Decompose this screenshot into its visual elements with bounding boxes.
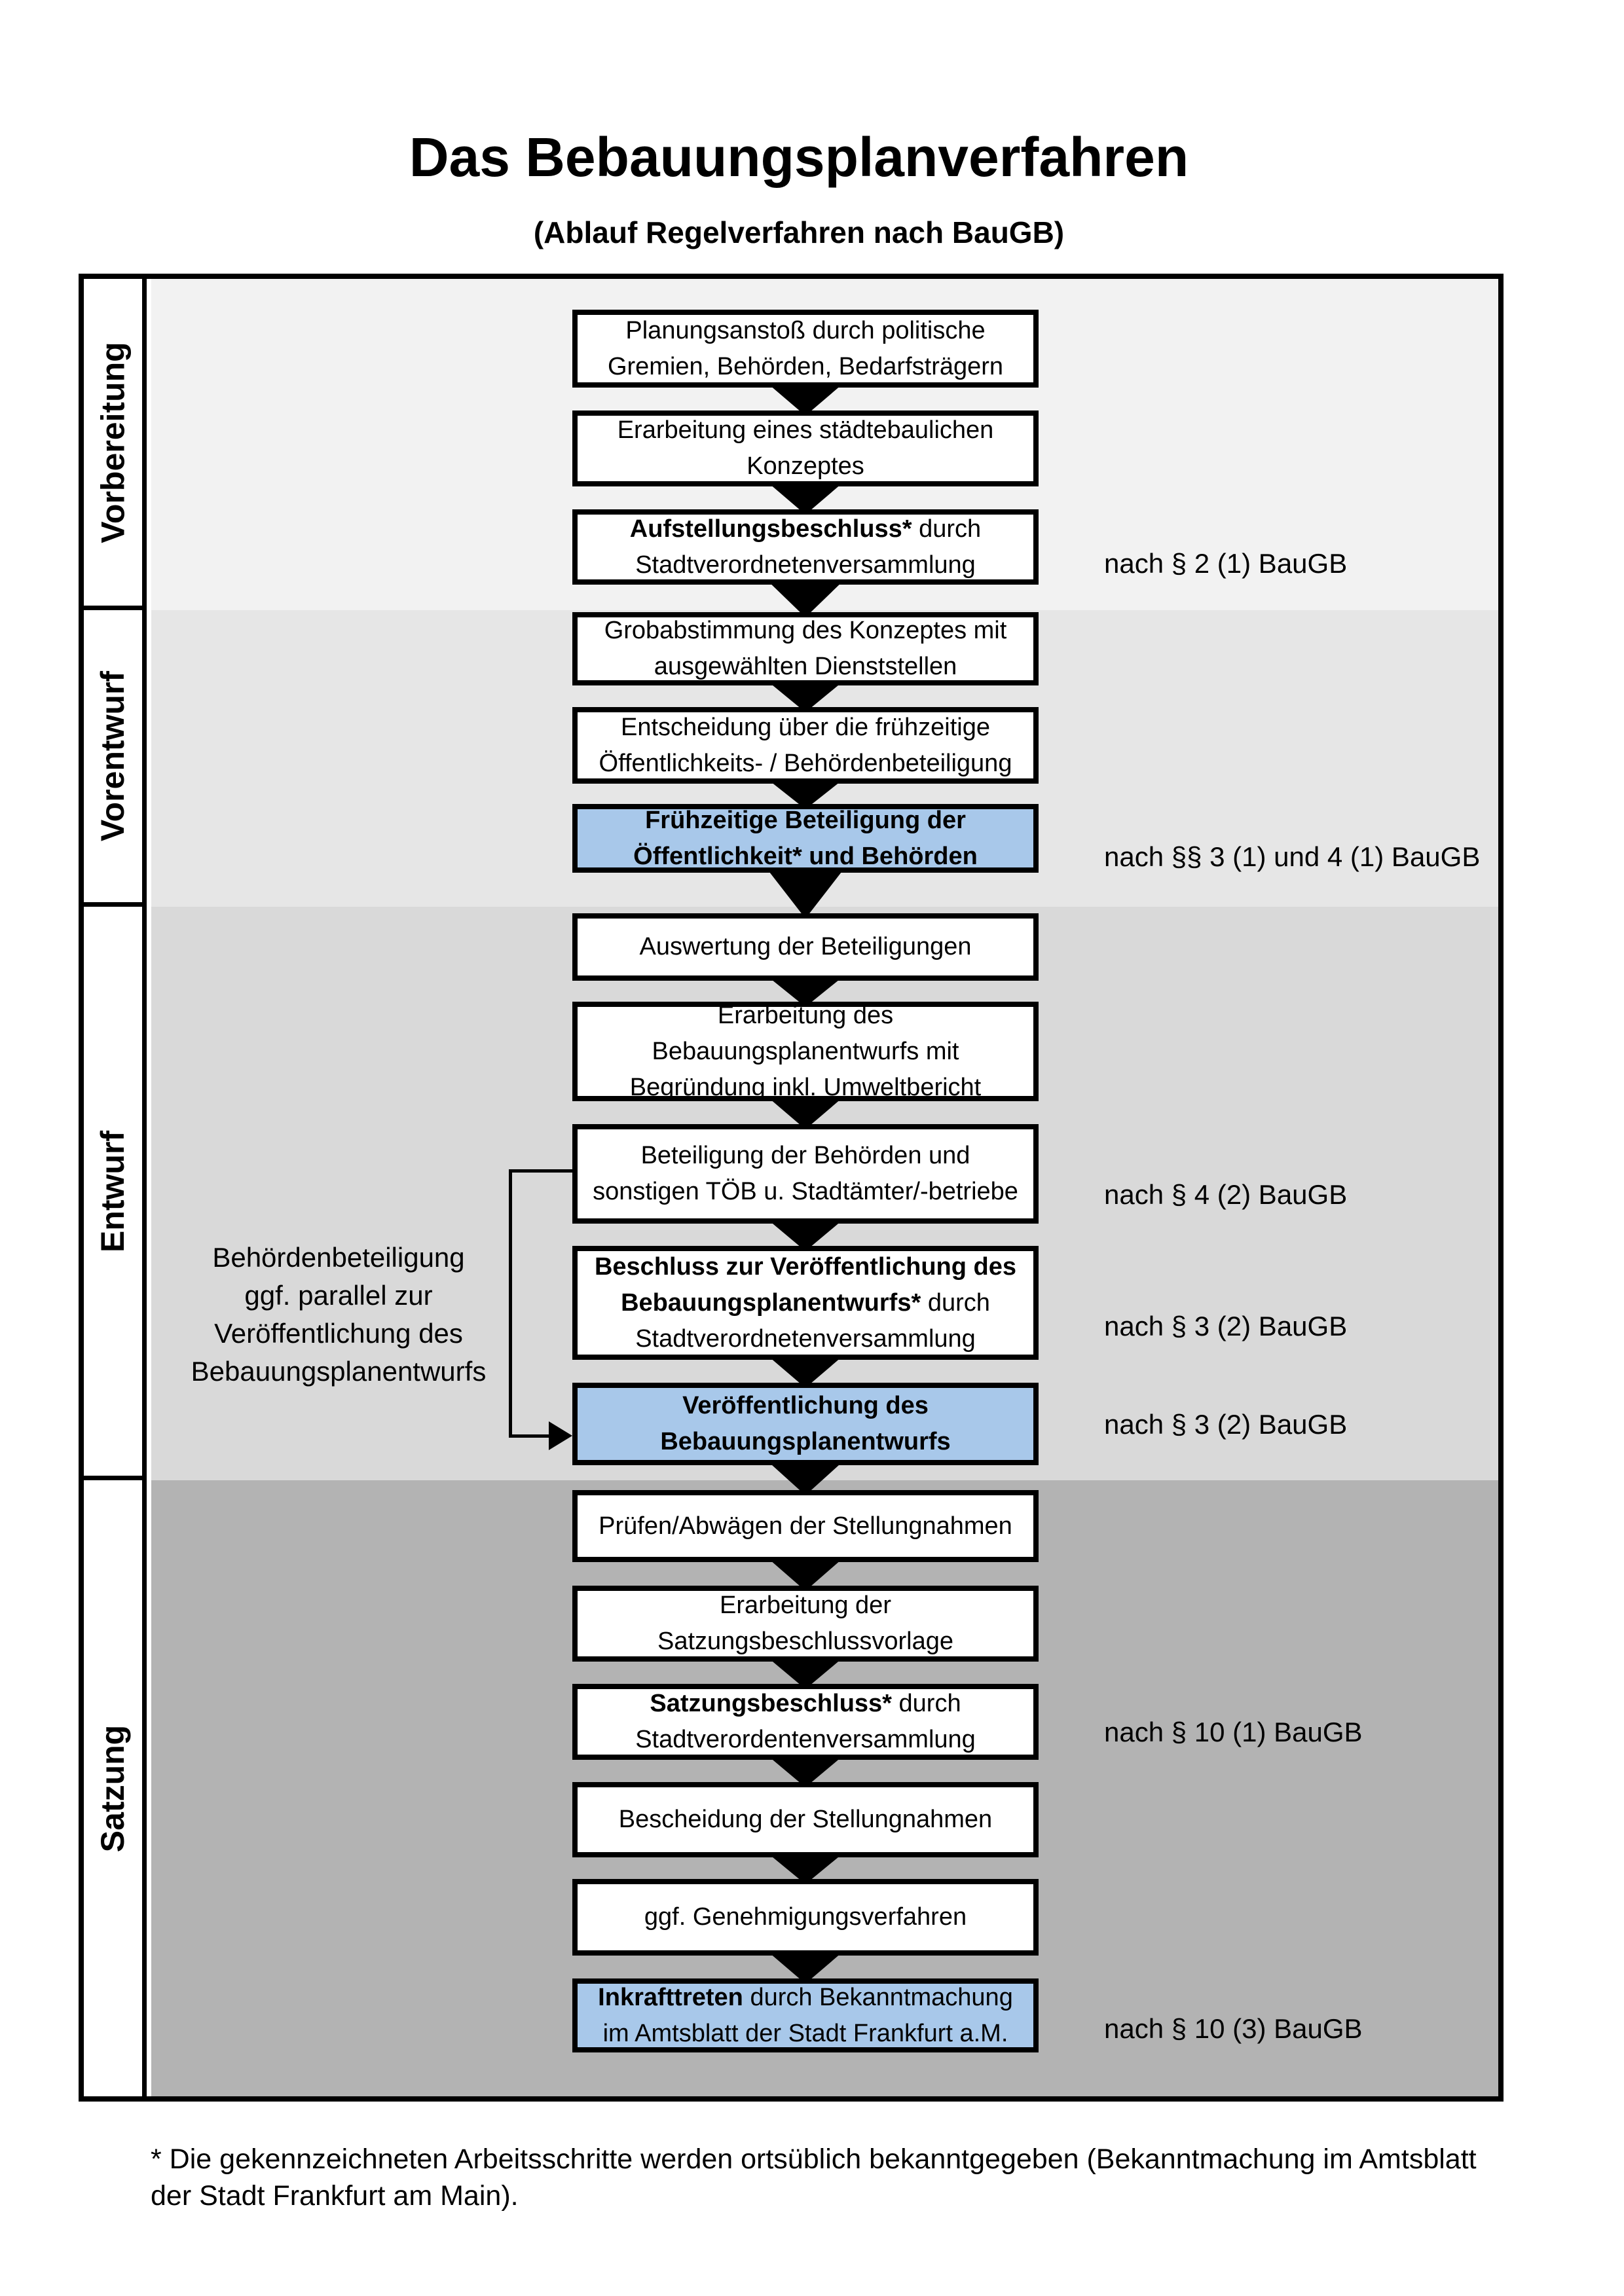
legal-ref-1: nach § 2 (1) BauGB xyxy=(1104,548,1348,579)
legal-ref-3: nach § 4 (2) BauGB xyxy=(1104,1179,1348,1210)
side-note-line: Veröffentlichung des xyxy=(214,1318,463,1349)
phase-cell-entwurf: Entwurf xyxy=(84,907,147,1480)
legal-ref-4: nach § 3 (2) BauGB xyxy=(1104,1311,1348,1341)
side-note-line: Bebauungsplanentwurfs xyxy=(191,1356,487,1387)
side-note: Behördenbeteiligung ggf. parallel zur Ve… xyxy=(168,1239,509,1391)
parallel-connector-bottom xyxy=(509,1434,556,1438)
footnote: * Die gekennzeichneten Arbeitsschritte w… xyxy=(151,2143,1477,2212)
step-box-7: Auswertung der Beteiligungen xyxy=(572,913,1039,981)
step-box-12: Prüfen/Abwägen der Stellungnahmen xyxy=(572,1490,1039,1562)
step-box-15: Bescheidung der Stellungnahmen xyxy=(572,1782,1039,1857)
parallel-connector-vertical xyxy=(509,1169,512,1438)
page-subtitle: (Ablauf Regelverfahren nach BauGB) xyxy=(533,215,1065,249)
page-title: Das Bebauungsplanverfahren xyxy=(409,126,1189,188)
parallel-connector-top xyxy=(509,1169,572,1173)
parallel-connector-arrowhead-icon xyxy=(549,1421,572,1450)
step-box-16: ggf. Genehmigungsverfahren xyxy=(572,1879,1039,1956)
legal-ref-2: nach §§ 3 (1) und 4 (1) BauGB xyxy=(1104,841,1481,872)
phase-cell-vorbereitung: Vorbereitung xyxy=(84,279,147,610)
legal-ref-5: nach § 3 (2) BauGB xyxy=(1104,1409,1348,1440)
legal-ref-6: nach § 10 (1) BauGB xyxy=(1104,1717,1363,1747)
legal-ref-7: nach § 10 (3) BauGB xyxy=(1104,2013,1363,2044)
side-note-line: ggf. parallel zur xyxy=(244,1280,433,1311)
flow-arrow-down-6 xyxy=(765,866,846,919)
phase-cell-satzung: Satzung xyxy=(84,1480,147,2096)
flow-arrow-down-3 xyxy=(765,578,846,617)
phase-cell-vorentwurf: Vorentwurf xyxy=(84,610,147,907)
side-note-line: Behördenbeteiligung xyxy=(212,1242,465,1273)
